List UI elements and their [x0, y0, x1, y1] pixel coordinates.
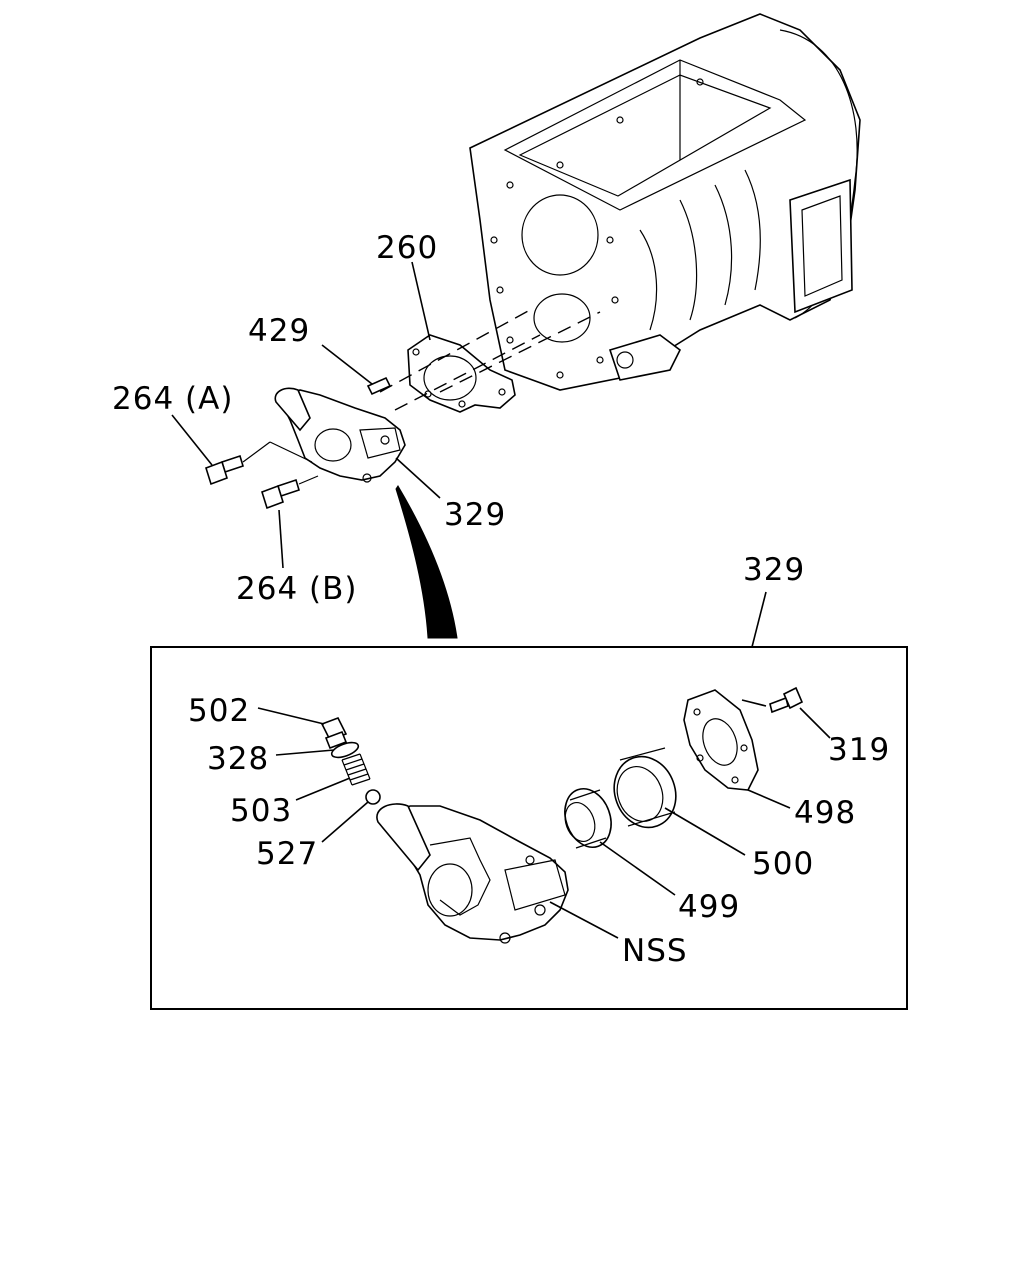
plug-502 — [320, 716, 348, 750]
gasket-260 — [407, 334, 516, 413]
callout-328: 328 — [207, 741, 269, 777]
callout-319: 319 — [828, 732, 890, 768]
callout-498: 498 — [794, 795, 856, 831]
callout-329-detail: 329 — [743, 552, 805, 588]
callout-264a: 264 (A) — [112, 381, 233, 417]
o-ring-328 — [330, 741, 360, 759]
callout-nss: NSS — [622, 933, 688, 969]
screw-319 — [769, 686, 804, 714]
detail-arrow — [395, 485, 458, 639]
callout-429: 429 — [248, 313, 310, 349]
pump-body-nss — [376, 803, 569, 944]
cover-plate-498 — [683, 689, 759, 791]
ring-500 — [613, 747, 677, 829]
callout-500: 500 — [752, 846, 814, 882]
seal-499 — [564, 788, 612, 849]
spring-503 — [341, 753, 371, 786]
callout-329-top: 329 — [444, 497, 506, 533]
callout-502: 502 — [188, 693, 250, 729]
callout-527: 527 — [256, 836, 318, 872]
callout-499: 499 — [678, 889, 740, 925]
callout-503: 503 — [230, 793, 292, 829]
callout-264b: 264 (B) — [236, 571, 357, 607]
transmission-housing — [469, 13, 861, 391]
housing-bolt-holes — [490, 78, 704, 379]
bolt-264a — [205, 454, 244, 486]
ball-527 — [365, 789, 381, 805]
callout-260: 260 — [376, 230, 438, 266]
bolt-264b — [261, 478, 300, 510]
pump-assembly-329-small — [274, 387, 406, 483]
dowel-pin-429 — [366, 376, 392, 396]
detail-frame — [150, 646, 908, 1010]
